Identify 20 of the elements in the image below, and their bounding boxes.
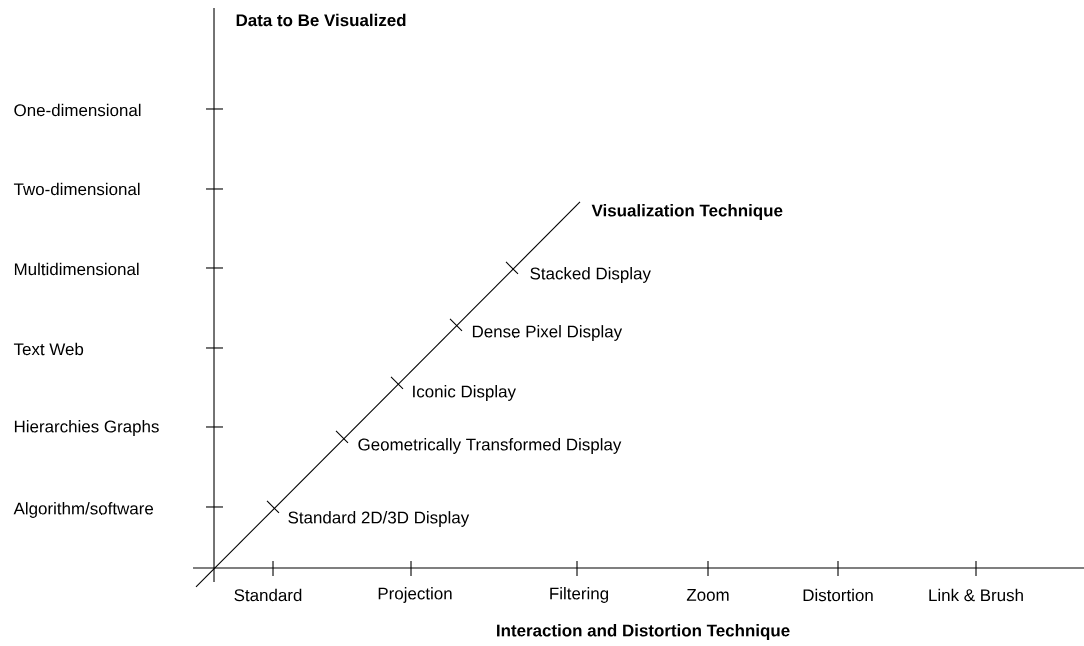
tick-label: Standard 2D/3D Display [288, 511, 470, 527]
tick-label: One-dimensional [14, 103, 141, 117]
tick-label: Distortion [803, 588, 873, 602]
tick-label: Geometrically Transformed Display [358, 438, 622, 454]
tick-label: Dense Pixel Display [472, 325, 623, 341]
tick-label: Hierarchies Graphs [14, 420, 159, 436]
tick-label: Two-dimensional [13, 182, 140, 196]
axis-title: Interaction and Distortion Technique [497, 624, 790, 640]
tick-label: Algorithm/software [13, 502, 154, 518]
tick-label: Iconic Display [413, 385, 516, 401]
tick-label: Link & Brush [929, 588, 1023, 602]
axis-title: Data to Be Visualized [236, 13, 406, 27]
tick-label: Standard [234, 588, 302, 602]
axis-title: Visualization Technique [591, 204, 783, 220]
tick-label: Projection [378, 587, 452, 603]
tick-label: Multidimensional [14, 262, 139, 276]
tick-label: Zoom [686, 589, 729, 601]
tick-label: Text Web [13, 342, 84, 356]
tick-label: Filtering [550, 587, 608, 603]
tick-label: Stacked Display [530, 267, 651, 283]
